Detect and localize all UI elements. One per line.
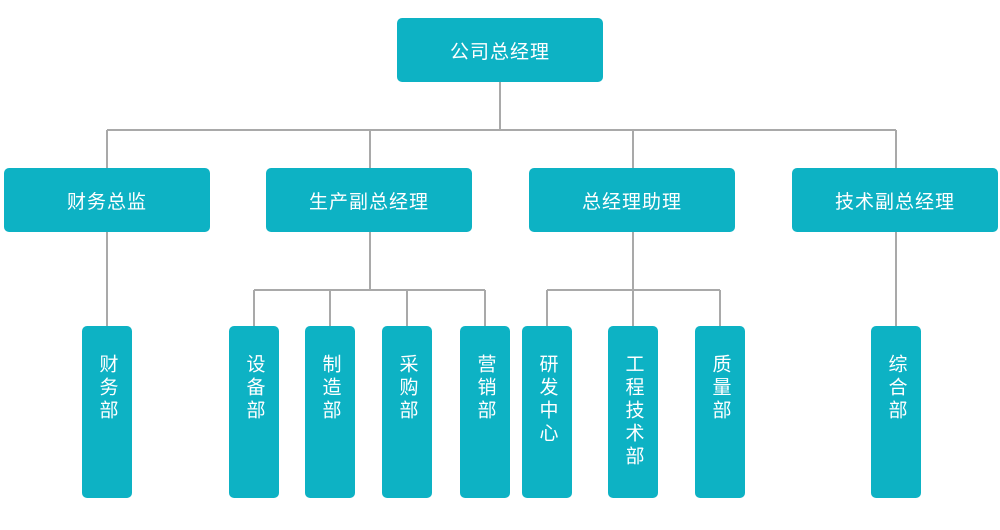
- node-equipment-dept: 设备部: [229, 326, 279, 498]
- node-label: 综合部: [885, 354, 908, 423]
- node-label: 研发中心: [536, 354, 559, 446]
- node-label: 公司总经理: [449, 40, 550, 63]
- node-technical-vice-gm: 技术副总经理: [792, 168, 998, 232]
- node-manufacturing-dept: 制造部: [305, 326, 355, 498]
- node-quality-dept: 质量部: [695, 326, 745, 498]
- node-label: 营销部: [474, 354, 497, 423]
- node-marketing-dept: 营销部: [460, 326, 510, 498]
- node-label: 技术副总经理: [834, 190, 955, 213]
- node-label: 财务总监: [66, 190, 147, 213]
- node-label: 生产副总经理: [308, 190, 429, 213]
- node-label: 质量部: [709, 354, 732, 423]
- node-engineering-dept: 工程技术部: [608, 326, 658, 498]
- node-label: 采购部: [396, 354, 419, 423]
- node-label: 总经理助理: [581, 190, 682, 213]
- node-label: 制造部: [319, 354, 342, 423]
- node-general-affairs-dept: 综合部: [871, 326, 921, 498]
- node-finance-dept: 财务部: [82, 326, 132, 498]
- node-gm-assistant: 总经理助理: [529, 168, 735, 232]
- node-rd-center: 研发中心: [522, 326, 572, 498]
- node-label: 设备部: [243, 354, 266, 423]
- node-label: 工程技术部: [622, 354, 645, 469]
- node-finance-director: 财务总监: [4, 168, 210, 232]
- node-procurement-dept: 采购部: [382, 326, 432, 498]
- node-label: 财务部: [96, 354, 119, 423]
- node-general-manager: 公司总经理: [397, 18, 603, 82]
- node-production-vice-gm: 生产副总经理: [266, 168, 472, 232]
